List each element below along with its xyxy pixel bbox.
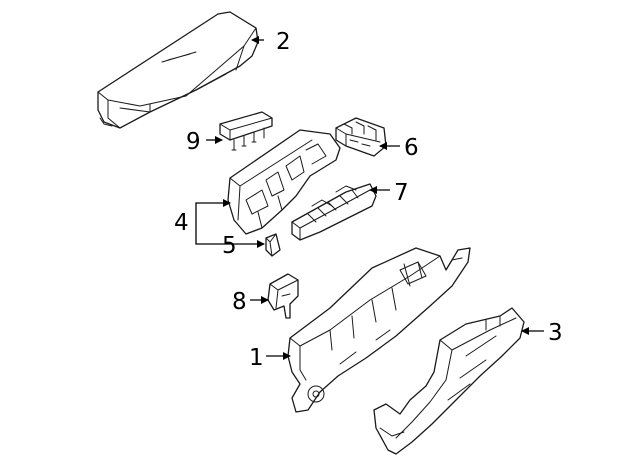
callout-6: 6: [404, 135, 419, 161]
callout-1: 1: [249, 345, 264, 371]
part-6-relay-block: [335, 117, 387, 157]
part-8-relay-holder: [267, 273, 299, 319]
part-1-lower-housing: [287, 247, 471, 413]
callout-2: 2: [276, 29, 291, 55]
part-7-relay-module: [291, 183, 377, 241]
callout-9: 9: [186, 129, 201, 155]
part-2-cover: [97, 11, 259, 129]
leader-4-lower: [195, 222, 265, 248]
callout-8: 8: [232, 289, 247, 315]
part-9-relay-strip: [219, 111, 273, 151]
callout-3: 3: [548, 320, 563, 346]
leader-4-upper: [195, 199, 231, 222]
callout-labels: 2 9 6 7 4 5 8 1 3: [174, 29, 563, 371]
part-4-fuse-block: [227, 129, 341, 235]
leader-lines: [195, 36, 544, 360]
callout-7: 7: [394, 180, 409, 206]
callout-5: 5: [222, 233, 237, 259]
part-3-bracket: [373, 307, 525, 455]
callout-4: 4: [174, 210, 189, 236]
part-5-connector: [265, 233, 281, 257]
